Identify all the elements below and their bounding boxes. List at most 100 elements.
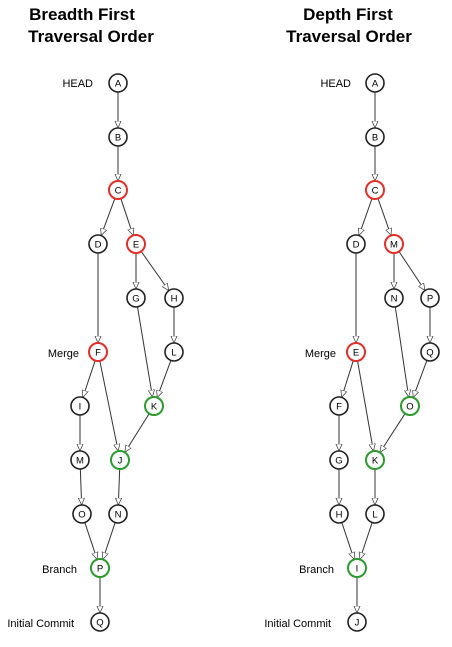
commit-node-label: H <box>336 509 343 520</box>
commit-node-circle <box>88 234 108 254</box>
commit-node-circle <box>72 504 92 524</box>
commit-node-label: P <box>97 563 103 574</box>
commit-node-i: I <box>347 558 367 578</box>
commit-node-circle <box>108 127 128 147</box>
commit-node-j: J <box>347 612 367 632</box>
commit-node-circle <box>384 288 404 308</box>
edge-c-to-d <box>359 198 373 235</box>
commit-node-label: D <box>353 239 360 250</box>
commit-node-j: J <box>110 450 130 470</box>
commit-node-e: E <box>126 234 146 254</box>
commit-node-circle <box>420 342 440 362</box>
edge-m-to-o <box>80 468 81 505</box>
commit-node-label: A <box>115 78 122 89</box>
breadth-first-title-line2: Traversal Order <box>28 27 154 46</box>
commit-node-label: Q <box>426 347 433 358</box>
commit-node-b: B <box>108 127 128 147</box>
commit-node-circle <box>164 288 184 308</box>
commit-node-c: C <box>108 180 128 200</box>
commit-node-c: C <box>365 180 385 200</box>
commit-node-n: N <box>384 288 404 308</box>
commit-node-circle <box>70 396 90 416</box>
edge-c-to-e <box>120 198 133 235</box>
commit-node-label: O <box>406 401 413 412</box>
commit-node-circle <box>164 342 184 362</box>
commit-node-circle <box>126 234 146 254</box>
commit-node-label: I <box>79 401 82 412</box>
commit-node-circle <box>329 504 349 524</box>
commit-node-g: G <box>329 450 349 470</box>
commit-node-label: D <box>95 239 102 250</box>
commit-node-label: Q <box>96 617 103 628</box>
commit-node-label: C <box>115 185 122 196</box>
commit-node-label: B <box>115 132 121 143</box>
commit-node-f: F <box>88 342 108 362</box>
commit-node-label: M <box>390 239 398 250</box>
commit-node-e: E <box>346 342 366 362</box>
edge-j-to-n <box>118 468 119 505</box>
commit-node-o: O <box>400 396 420 416</box>
commit-node-circle <box>365 450 385 470</box>
commit-node-label: C <box>372 185 379 196</box>
edge-k-to-j <box>125 413 150 452</box>
commit-node-circle <box>365 73 385 93</box>
commit-node-label: H <box>171 293 178 304</box>
edge-n-to-p <box>103 522 116 559</box>
breadth-first-diagram: Breadth First Traversal Order HEAD Merge… <box>7 5 184 632</box>
commit-node-circle <box>347 558 367 578</box>
commit-node-label: N <box>391 293 398 304</box>
commit-node-label: G <box>335 455 342 466</box>
commit-node-circle <box>110 450 130 470</box>
commit-node-circle <box>126 288 146 308</box>
commit-node-circle <box>144 396 164 416</box>
edge-o-to-p <box>84 522 97 559</box>
edge-q-to-o <box>413 360 428 397</box>
commit-node-circle <box>108 73 128 93</box>
commit-node-circle <box>420 288 440 308</box>
merge-label: Merge <box>305 348 336 360</box>
commit-node-label: P <box>427 293 433 304</box>
commit-node-circle <box>108 504 128 524</box>
depth-first-title-line2: Traversal Order <box>286 27 412 46</box>
commit-node-label: B <box>372 132 378 143</box>
commit-node-label: J <box>355 617 360 628</box>
commit-node-circle <box>384 234 404 254</box>
commit-node-circle <box>70 450 90 470</box>
edge-h-to-i <box>341 522 354 559</box>
edge-f-to-i <box>83 360 96 397</box>
depth-first-title-line1: Depth First <box>303 5 393 24</box>
initial-commit-label: Initial Commit <box>264 618 331 630</box>
depth-first-edges <box>339 92 430 613</box>
merge-label: Merge <box>48 348 79 360</box>
commit-node-d: D <box>88 234 108 254</box>
commit-node-l: L <box>164 342 184 362</box>
commit-node-i: I <box>70 396 90 416</box>
edge-c-to-m <box>377 198 391 235</box>
branch-label: Branch <box>299 564 334 576</box>
commit-node-label: L <box>372 509 377 520</box>
commit-node-label: L <box>171 347 176 358</box>
initial-commit-label: Initial Commit <box>7 618 74 630</box>
edge-l-to-i <box>360 522 373 559</box>
commit-node-label: A <box>372 78 379 89</box>
commit-node-label: F <box>95 347 101 358</box>
commit-node-circle <box>329 396 349 416</box>
edge-c-to-d <box>101 198 116 235</box>
commit-node-circle <box>88 342 108 362</box>
commit-node-p: P <box>90 558 110 578</box>
commit-node-label: N <box>115 509 122 520</box>
head-label: HEAD <box>62 78 93 90</box>
commit-node-q: Q <box>420 342 440 362</box>
commit-node-a: A <box>108 73 128 93</box>
edge-f-to-j <box>99 360 118 451</box>
commit-node-a: A <box>365 73 385 93</box>
commit-node-l: L <box>365 504 385 524</box>
commit-node-label: E <box>133 239 139 250</box>
commit-node-o: O <box>72 504 92 524</box>
edge-n-to-o <box>394 306 408 397</box>
commit-node-h: H <box>329 504 349 524</box>
commit-node-label: O <box>78 509 85 520</box>
commit-node-circle <box>347 612 367 632</box>
commit-node-g: G <box>126 288 146 308</box>
